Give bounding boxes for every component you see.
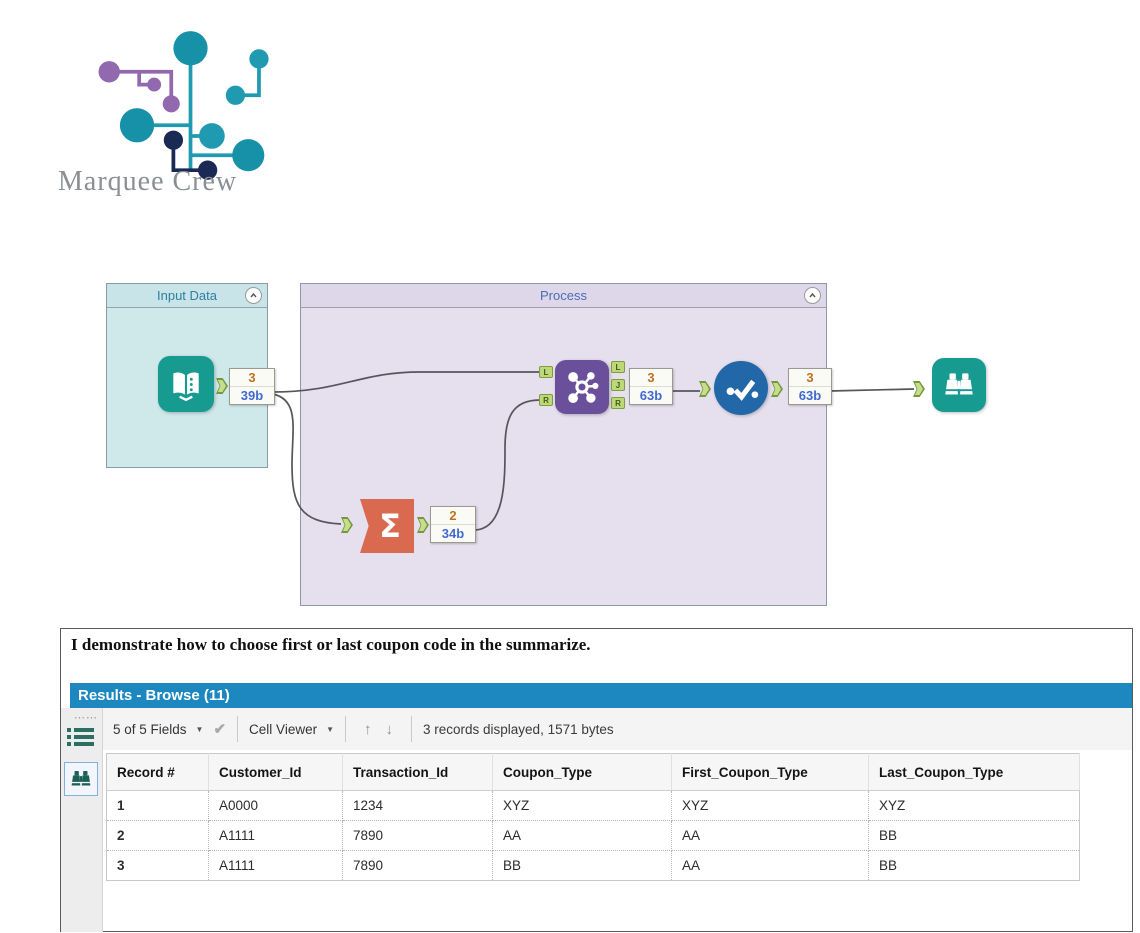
output-anchor[interactable] xyxy=(417,517,429,533)
results-panel: I demonstrate how to choose first or las… xyxy=(60,628,1133,932)
data-size: 63b xyxy=(798,388,822,403)
gutter-binoculars-icon xyxy=(70,771,92,786)
table-cell[interactable]: BB xyxy=(868,850,1080,881)
table-cell[interactable]: 1 xyxy=(106,790,209,821)
table-cell[interactable]: A0000 xyxy=(208,790,343,821)
results-header-bar[interactable]: Results - Browse (11) xyxy=(70,683,1132,708)
column-header[interactable]: Last_Coupon_Type xyxy=(868,753,1080,791)
results-table: Record # Customer_Id Transaction_Id Coup… xyxy=(106,753,1080,881)
collapse-button[interactable] xyxy=(245,287,262,304)
browse-gutter-button[interactable] xyxy=(64,762,98,796)
container-input-data-label: Input Data xyxy=(157,288,217,303)
container-input-data-header[interactable]: Input Data xyxy=(107,284,267,308)
table-header-row: Record # Customer_Id Transaction_Id Coup… xyxy=(106,753,1080,791)
table-cell[interactable]: AA xyxy=(492,820,672,851)
caret-down-icon[interactable]: ▼ xyxy=(326,724,334,734)
record-count: 3 xyxy=(630,369,672,387)
table-cell[interactable]: XYZ xyxy=(671,790,869,821)
input-anchor[interactable] xyxy=(913,381,925,397)
book-icon xyxy=(173,372,199,402)
column-header[interactable]: Coupon_Type xyxy=(492,753,672,791)
toolbar-separator xyxy=(411,716,412,742)
record-count: 3 xyxy=(230,369,274,387)
record-count: 2 xyxy=(431,507,475,525)
browse-tool[interactable] xyxy=(932,358,986,412)
table-cell[interactable]: AA xyxy=(671,820,869,851)
column-header[interactable]: Transaction_Id xyxy=(342,753,493,791)
table-cell[interactable]: BB xyxy=(868,820,1080,851)
join-right-output-anchor[interactable]: R xyxy=(611,397,625,409)
logo-title: Marquee Crew xyxy=(58,166,238,197)
container-process-label: Process xyxy=(540,288,587,303)
table-row: 1 A0000 1234 XYZ XYZ XYZ xyxy=(106,790,1080,821)
toolbar-separator xyxy=(237,716,239,742)
input-anchor[interactable] xyxy=(699,381,711,397)
annotation-input: 3 39b xyxy=(229,368,275,405)
caret-down-icon[interactable]: ▼ xyxy=(195,724,204,734)
input-data-tool[interactable] xyxy=(158,356,214,412)
data-size: 63b xyxy=(639,388,663,403)
table-cell[interactable]: 7890 xyxy=(342,850,493,881)
check-icon[interactable]: ✔ xyxy=(213,721,227,738)
output-anchor[interactable] xyxy=(771,381,783,397)
summarize-tool[interactable]: Σ xyxy=(360,499,414,553)
arrow-up-icon[interactable]: ↑ xyxy=(364,720,372,738)
input-anchor[interactable] xyxy=(341,517,353,533)
table-cell[interactable]: XYZ xyxy=(492,790,672,821)
sigma-icon: Σ xyxy=(379,507,401,545)
marquee-crew-logo-icon xyxy=(98,31,269,180)
annotation-join: 3 63b xyxy=(629,368,673,405)
wire-unique-to-browse xyxy=(829,388,915,392)
column-header[interactable]: Record # xyxy=(106,753,209,791)
table-cell[interactable]: A1111 xyxy=(208,850,343,881)
binoculars-icon xyxy=(944,373,974,395)
data-size: 34b xyxy=(441,526,465,541)
annotation-unique: 3 63b xyxy=(788,368,832,405)
record-count: 3 xyxy=(789,369,831,387)
table-cell[interactable]: 2 xyxy=(106,820,209,851)
join-tool[interactable] xyxy=(555,360,609,414)
chevron-up-icon xyxy=(250,292,257,298)
table-cell[interactable]: 7890 xyxy=(342,820,493,851)
table-cell[interactable]: BB xyxy=(492,850,672,881)
output-anchor[interactable] xyxy=(216,378,228,394)
results-title: Results - Browse (11) xyxy=(78,687,230,704)
chevron-up-icon xyxy=(809,292,816,298)
container-process: Process xyxy=(300,283,827,606)
workflow-comment: I demonstrate how to choose first or las… xyxy=(71,635,591,654)
join-network-icon xyxy=(568,372,599,403)
table-cell[interactable]: 3 xyxy=(106,850,209,881)
annotation-summarize: 2 34b xyxy=(430,506,476,543)
results-list-icon[interactable] xyxy=(67,727,95,747)
table-row: 2 A1111 7890 AA AA BB xyxy=(106,820,1080,851)
toolbar-separator xyxy=(345,716,346,742)
overflow-dots-icon[interactable]: ⋯⋯ xyxy=(74,712,98,724)
results-toolbar: 5 of 5 Fields ▼ ✔ Cell Viewer ▼ ↑ ↓ 3 re… xyxy=(113,711,614,747)
join-join-output-anchor[interactable]: J xyxy=(611,379,625,391)
table-cell[interactable]: AA xyxy=(671,850,869,881)
container-process-header[interactable]: Process xyxy=(301,284,826,308)
table-cell[interactable]: XYZ xyxy=(868,790,1080,821)
records-summary: 3 records displayed, 1571 bytes xyxy=(423,721,614,737)
cell-viewer-dropdown[interactable]: Cell Viewer xyxy=(249,721,318,737)
fields-dropdown[interactable]: 5 of 5 Fields xyxy=(113,721,187,737)
join-right-input-anchor[interactable]: R xyxy=(539,394,553,406)
data-size: 39b xyxy=(240,388,264,403)
table-cell[interactable]: 1234 xyxy=(342,790,493,821)
table-cell[interactable]: A1111 xyxy=(208,820,343,851)
join-left-input-anchor[interactable]: L xyxy=(539,366,553,378)
unique-tool[interactable] xyxy=(714,361,768,415)
join-left-output-anchor[interactable]: L xyxy=(611,361,625,373)
results-toolbar-strip xyxy=(61,708,1132,750)
column-header[interactable]: Customer_Id xyxy=(208,753,343,791)
column-header[interactable]: First_Coupon_Type xyxy=(671,753,869,791)
collapse-button[interactable] xyxy=(804,287,821,304)
arrow-down-icon[interactable]: ↓ xyxy=(385,720,394,738)
unique-check-icon xyxy=(726,379,759,401)
table-row: 3 A1111 7890 BB AA BB xyxy=(106,850,1080,881)
